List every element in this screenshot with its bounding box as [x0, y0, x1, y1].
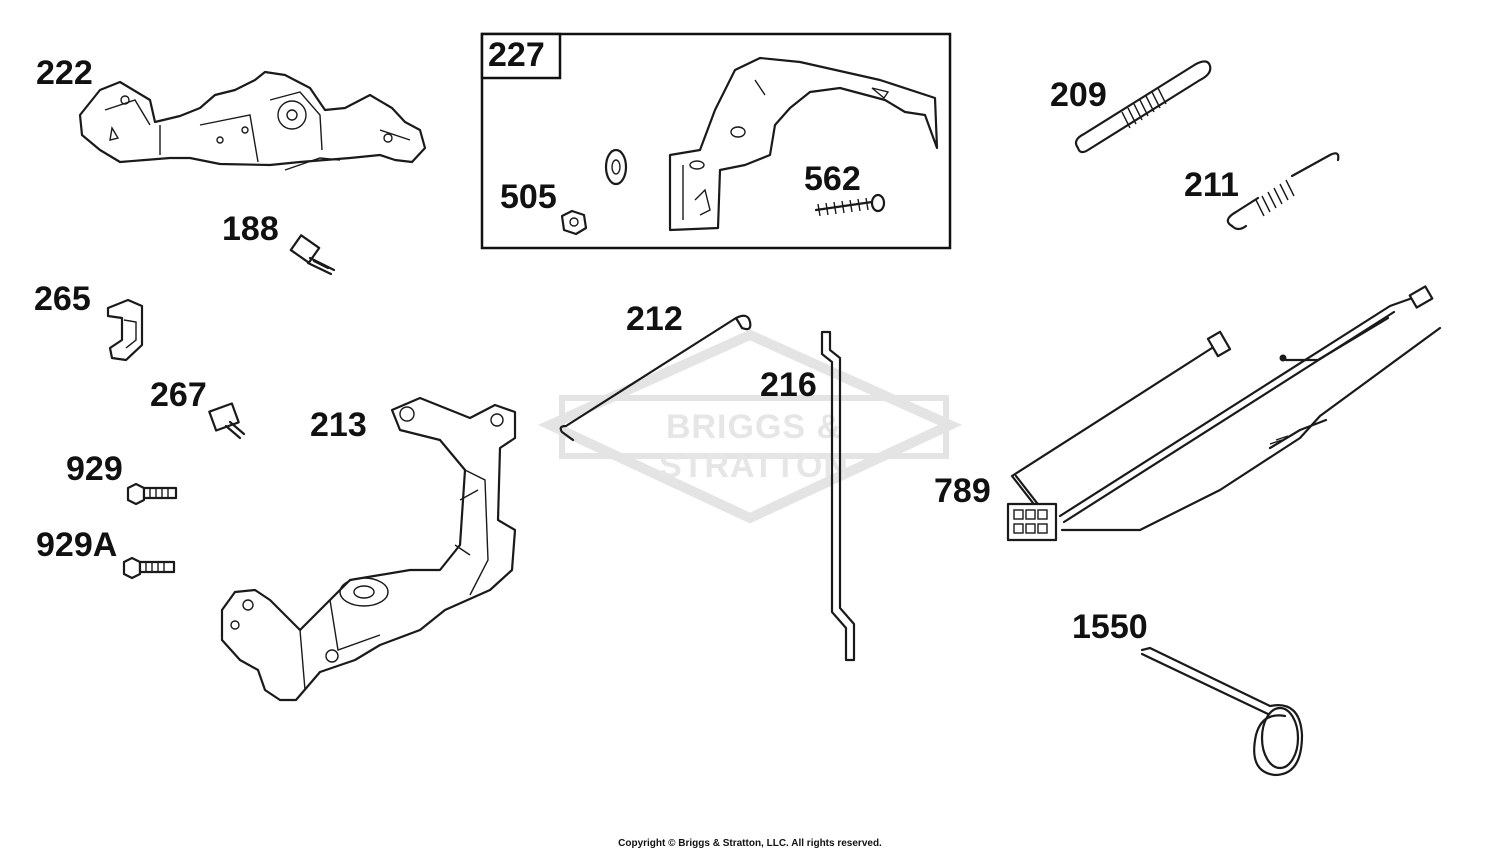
part-211-spring	[1226, 152, 1340, 231]
label-929a: 929A	[36, 526, 118, 564]
label-188: 188	[222, 210, 279, 248]
part-222-bracket	[78, 70, 427, 171]
label-505: 505	[500, 178, 557, 216]
label-267: 267	[150, 376, 207, 414]
part-929-bolt	[126, 482, 178, 506]
part-washer	[604, 148, 628, 186]
part-789-harness	[1006, 285, 1442, 542]
label-216: 216	[760, 366, 817, 404]
part-562-screw	[814, 193, 886, 217]
part-212-rod	[559, 314, 752, 442]
label-789: 789	[934, 472, 991, 510]
label-213: 213	[310, 406, 367, 444]
label-209: 209	[1050, 76, 1107, 114]
label-211: 211	[1184, 166, 1239, 204]
callout-box-227	[480, 32, 952, 250]
label-1550: 1550	[1072, 608, 1148, 646]
part-505-nut	[560, 209, 588, 236]
label-562: 562	[804, 160, 861, 198]
label-227: 227	[488, 36, 545, 74]
label-222: 222	[36, 54, 93, 92]
label-929: 929	[66, 450, 123, 488]
part-267-screw	[208, 402, 246, 440]
part-265-clip	[106, 298, 144, 362]
part-929a-bolt	[122, 556, 176, 580]
part-227-lever	[668, 56, 939, 232]
label-212: 212	[626, 300, 683, 338]
part-209-spring	[1074, 60, 1212, 154]
brand-logo-text: BRIGGS & STRATTON	[659, 408, 849, 485]
part-213-control-bracket	[220, 396, 517, 702]
callout-tag-227	[480, 32, 562, 80]
part-188-screw	[289, 234, 336, 276]
part-1550-wire	[1140, 646, 1304, 777]
copyright-notice: Copyright © Briggs & Stratton, LLC. All …	[618, 838, 882, 849]
part-216-rod	[820, 330, 856, 662]
label-265: 265	[34, 280, 91, 318]
